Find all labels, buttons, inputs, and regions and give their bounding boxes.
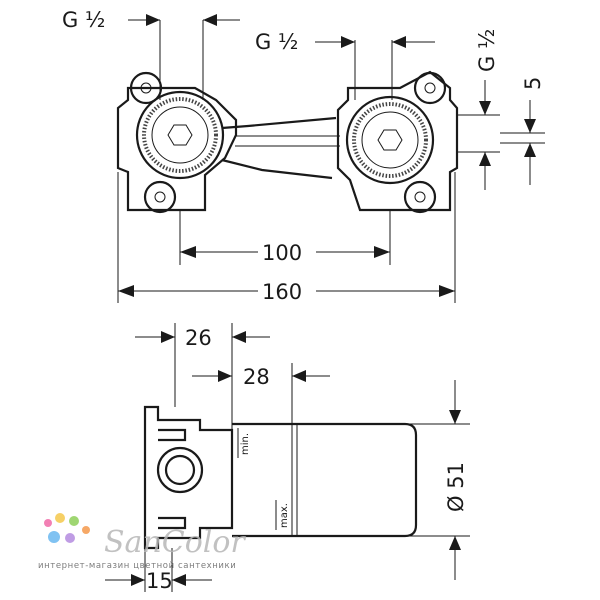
diameter-label: Ø 51	[444, 462, 468, 512]
diameter-arrow-a	[449, 410, 461, 424]
twenty-eight-arrow-a	[218, 370, 232, 382]
left-valve-inner	[151, 106, 209, 164]
left-top-ear	[129, 71, 163, 105]
right-valve-hex	[377, 129, 403, 151]
right-bottom-ear	[403, 180, 437, 214]
logo-dot-blue	[48, 531, 60, 543]
side-outlet-inner	[164, 454, 196, 486]
fifteen-arrow-b	[172, 574, 186, 586]
logo-dot-pink	[44, 519, 52, 527]
hundred-arrow-b	[374, 246, 390, 258]
one-sixty-label: 160	[262, 280, 302, 304]
left-valve-body	[116, 86, 238, 212]
g-mid-label: G ½	[255, 30, 298, 54]
left-valve-hex	[167, 124, 193, 146]
g-left-label: G ½	[62, 8, 105, 32]
left-valve-outer	[135, 90, 225, 180]
logo-dot-orange	[82, 526, 90, 534]
left-top-ear-hole	[140, 82, 152, 94]
one-sixty-arrow-b	[439, 285, 455, 297]
left-bottom-ear-hole	[154, 191, 166, 203]
watermark-brand: SanColor	[104, 525, 246, 560]
g-mid-arrow-a	[341, 36, 355, 48]
twenty-six-label: 26	[185, 326, 212, 350]
g-left-arrow-b	[203, 14, 217, 26]
connecting-pipe-edge	[235, 135, 340, 147]
side-outlet-outer	[156, 446, 204, 494]
logo-dot-purple	[65, 533, 75, 543]
right-top-ear-hole	[424, 82, 436, 94]
right-valve-inner	[361, 111, 419, 169]
twenty-six-arrow-b	[232, 331, 246, 343]
twenty-eight-label: 28	[243, 365, 270, 389]
five-arrow-b	[524, 143, 536, 157]
right-valve-outer	[345, 95, 435, 185]
diameter-arrow-b	[449, 536, 461, 550]
one-sixty-arrow-a	[118, 285, 134, 297]
g-right-arrow-b	[479, 152, 491, 166]
left-bottom-ear	[143, 180, 177, 214]
fifteen-label: 15	[146, 569, 173, 593]
twenty-eight-arrow-b	[292, 370, 306, 382]
right-bottom-ear-hole	[414, 191, 426, 203]
logo-dot-yellow	[55, 513, 65, 523]
side-view: min. max. 26 28 Ø 51 15	[105, 323, 470, 593]
left-valve-thread	[142, 97, 218, 173]
logo-dot-green	[69, 516, 79, 526]
min-label: min.	[240, 433, 251, 455]
g-right-arrow-a	[479, 101, 491, 115]
right-valve-thread	[352, 102, 428, 178]
g-left-arrow-a	[146, 14, 160, 26]
right-top-ear	[413, 71, 447, 105]
max-label: max.	[279, 503, 290, 528]
watermark-tagline: интернет-магазин цветной сантехники	[38, 561, 236, 571]
right-valve-body	[336, 70, 459, 212]
top-view: G ½ G ½ G ½ 5 100	[62, 8, 545, 304]
side-mount-body	[143, 405, 234, 550]
five-arrow-a	[524, 119, 536, 133]
fifteen-arrow-a	[131, 574, 145, 586]
connecting-pipe	[221, 116, 337, 180]
side-cartridge-body	[232, 422, 418, 538]
side-mount-inner	[158, 428, 187, 530]
twenty-six-arrow-a	[161, 331, 175, 343]
g-right-label: G ½	[475, 29, 499, 72]
hundred-label: 100	[262, 241, 302, 265]
g-mid-arrow-b	[392, 36, 406, 48]
watermark: SanColor интернет-магазин цветной сантех…	[38, 513, 246, 571]
hundred-arrow-a	[180, 246, 196, 258]
five-label: 5	[521, 77, 545, 90]
